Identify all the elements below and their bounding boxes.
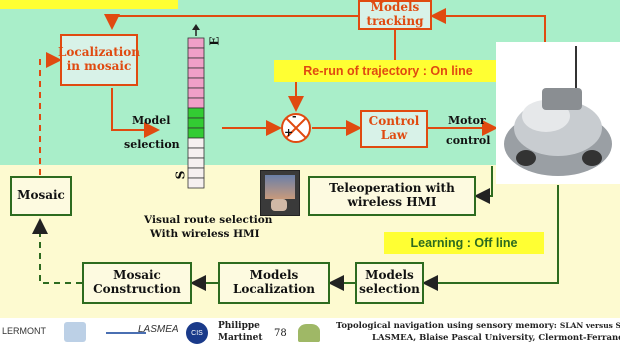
label-motor: Motor — [448, 114, 486, 127]
title-strip — [0, 0, 178, 9]
box-models-localization: Models Localization — [218, 262, 330, 304]
footer-page-number: 78 — [274, 328, 287, 339]
clermont-logo: LERMONT — [2, 326, 47, 336]
footer-decorative-figure-icon — [298, 324, 320, 342]
comparator-circle — [281, 113, 311, 143]
arrow-localization-to-route — [111, 88, 160, 138]
label-visual-route-1: Visual route selection — [144, 214, 273, 226]
arrow-robot-to-models-selection — [422, 185, 559, 291]
robot-image — [496, 42, 620, 184]
label-plus: + — [284, 126, 294, 139]
footer-title-small: SLAN versus SL — [559, 321, 620, 330]
arrow-tracking-to-localization — [104, 14, 358, 30]
banner-online: Re-run of trajectory : On line — [274, 60, 502, 82]
lasmea-swoosh-icon — [106, 332, 146, 334]
robot-illustration — [504, 46, 612, 176]
box-models-tracking: Models tracking — [358, 0, 432, 30]
label-s-marker: S — [173, 170, 188, 180]
lasmea-logo: LASMEA — [138, 324, 179, 335]
label-model: Model — [132, 114, 171, 127]
dashed-construction-to-mosaic — [32, 218, 82, 284]
route-strip — [187, 24, 205, 189]
footer-title-line2: LASMEA, Blaise Pascal University, Clermo… — [372, 333, 620, 343]
footer-author-last: Martinet — [218, 333, 263, 343]
box-control-law: Control Law — [360, 110, 428, 148]
label-control: control — [446, 134, 491, 147]
university-logo-icon — [64, 322, 86, 342]
label-e-marker: E — [207, 36, 222, 46]
footer: LERMONT LASMEA CIS Philippe Martinet 78 … — [0, 318, 620, 347]
box-localization-in-mosaic: Localization in mosaic — [58, 34, 140, 86]
arrow-robot-to-tracking — [430, 8, 546, 42]
hmi-tablet-image — [260, 170, 300, 216]
box-mosaic: Mosaic — [10, 176, 72, 216]
footer-author-first: Philippe — [218, 321, 260, 331]
ctis-logo-icon: CIS — [186, 322, 208, 344]
footer-title-line1: Topological navigation using sensory mem… — [336, 321, 620, 331]
label-selection: selection — [124, 138, 180, 151]
label-visual-route-2: With wireless HMI — [150, 228, 260, 240]
box-models-selection: Models selection — [355, 262, 424, 304]
label-minus: - — [292, 110, 297, 123]
box-teleoperation: Teleoperation with wireless HMI — [308, 176, 476, 216]
banner-offline: Learning : Off line — [384, 232, 544, 254]
arrow-robot-to-teleop — [474, 166, 493, 204]
box-mosaic-construction: Mosaic Construction — [82, 262, 192, 304]
dashed-mosaic-to-localization — [39, 52, 62, 175]
footer-title-main: Topological navigation using sensory mem… — [336, 321, 557, 331]
